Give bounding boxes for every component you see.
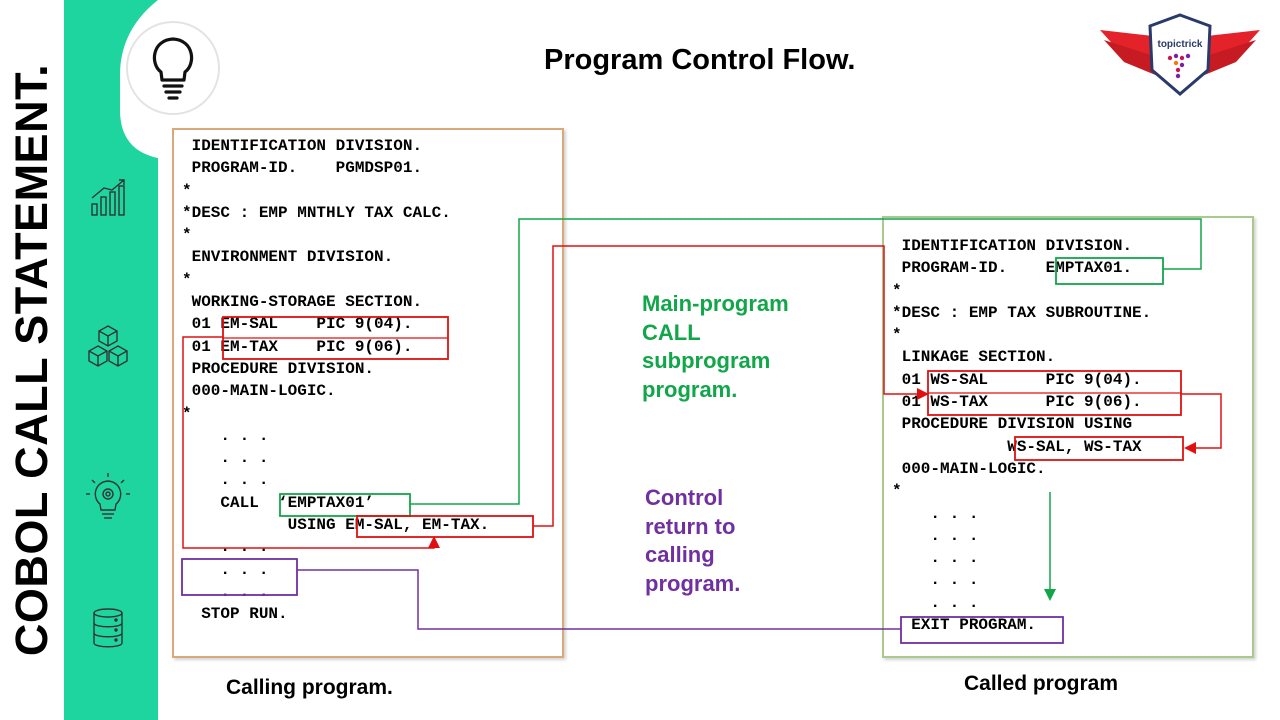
code-line: WORKING-STORAGE SECTION. bbox=[182, 293, 423, 312]
code-line: . . . bbox=[182, 471, 269, 490]
bar-chart-icon bbox=[91, 179, 125, 216]
cubes-icon bbox=[88, 325, 128, 367]
called-program-code: IDENTIFICATION DIVISION. PROGRAM-ID. EMP… bbox=[892, 235, 1151, 636]
page-title: Program Control Flow. bbox=[544, 44, 856, 76]
code-line: * bbox=[182, 226, 192, 245]
code-line: USING EM-SAL, EM-TAX. bbox=[182, 516, 490, 535]
code-line: IDENTIFICATION DIVISION. bbox=[892, 237, 1133, 255]
database-icon bbox=[93, 608, 123, 648]
lightbulb-icon bbox=[126, 21, 220, 115]
code-line: 01 WS-TAX PIC 9(06). bbox=[892, 393, 1142, 412]
code-line: STOP RUN. bbox=[182, 605, 288, 624]
code-line: *DESC : EMP MNTHLY TAX CALC. bbox=[182, 203, 451, 222]
return-note: Control return to calling program. bbox=[645, 485, 741, 596]
code-line: . . . bbox=[892, 526, 979, 545]
call-note: Main-program CALL subprogram program. bbox=[642, 291, 789, 402]
code-line: CALL ‘EMPTAX01’ bbox=[182, 493, 375, 512]
code-line: LINKAGE SECTION. bbox=[892, 348, 1056, 367]
code-line: . . . bbox=[182, 538, 269, 557]
sidebar-band bbox=[64, 0, 158, 720]
code-line: 01 WS-SAL PIC 9(04). bbox=[892, 370, 1142, 389]
code-line: PROCEDURE DIVISION. bbox=[182, 359, 375, 378]
code-line: ENVIRONMENT DIVISION. bbox=[182, 248, 394, 267]
code-line: * bbox=[182, 270, 192, 289]
code-line: *DESC : EMP TAX SUBROUTINE. bbox=[892, 303, 1152, 322]
code-line: WS-SAL, WS-TAX bbox=[892, 437, 1142, 456]
called-program-caption: Called program bbox=[964, 672, 1119, 695]
code-line: . . . bbox=[182, 582, 269, 601]
code-line: . . . bbox=[892, 549, 979, 568]
logo-text: topictrick bbox=[1157, 39, 1203, 50]
code-line: * bbox=[892, 281, 902, 300]
code-line: 000-MAIN-LOGIC. bbox=[182, 382, 336, 401]
code-line: PROCEDURE DIVISION USING bbox=[892, 415, 1133, 434]
code-line: . . . bbox=[182, 560, 269, 579]
code-line: * bbox=[182, 181, 192, 200]
code-line: PROGRAM-ID. EMPTAX01. bbox=[892, 259, 1133, 278]
code-line: . . . bbox=[892, 571, 979, 590]
code-line: * bbox=[892, 326, 902, 345]
code-line: 01 EM-SAL PIC 9(04). bbox=[182, 315, 413, 334]
code-line: . . . bbox=[892, 593, 979, 612]
code-line: . . . bbox=[892, 504, 979, 523]
code-line: EXIT PROGRAM. bbox=[892, 616, 1037, 635]
code-line: * bbox=[182, 404, 192, 423]
code-line: . . . bbox=[182, 426, 269, 445]
code-line: IDENTIFICATION DIVISION. bbox=[182, 137, 423, 155]
calling-program-code: IDENTIFICATION DIVISION. PROGRAM-ID. PGM… bbox=[182, 135, 489, 626]
code-line: 000-MAIN-LOGIC. bbox=[892, 459, 1046, 478]
code-line: PROGRAM-ID. PGMDSP01. bbox=[182, 159, 423, 178]
calling-program-caption: Calling program. bbox=[226, 676, 393, 699]
gear-bulb-icon bbox=[86, 473, 130, 519]
code-line: 01 EM-TAX PIC 9(06). bbox=[182, 337, 413, 356]
code-line: * bbox=[892, 482, 902, 501]
code-line: . . . bbox=[182, 449, 269, 468]
